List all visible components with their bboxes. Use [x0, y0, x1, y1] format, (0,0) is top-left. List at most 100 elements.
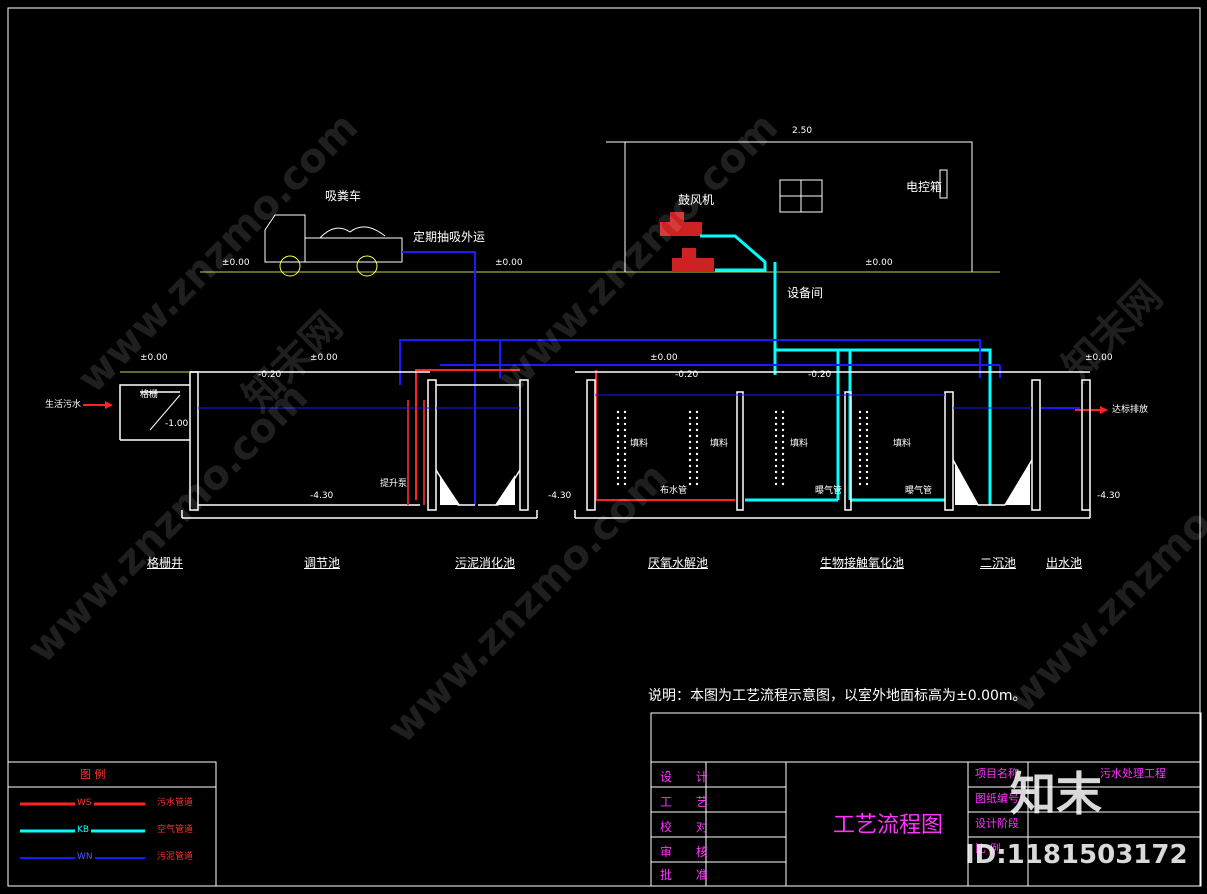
- filler-dot: [865, 428, 869, 432]
- legend-desc-air: 空气管道: [157, 825, 194, 835]
- tb-role-design: 设 计: [660, 770, 718, 784]
- filler-dot: [781, 416, 785, 420]
- tb-field-stage: 设计阶段: [975, 817, 1019, 830]
- tb-role-approve: 批 准: [660, 868, 718, 882]
- filler-dot: [688, 440, 692, 444]
- filler-dot: [781, 476, 785, 480]
- watermark-id: ID:1181503172: [965, 840, 1188, 870]
- filler-dot: [688, 446, 692, 450]
- filler-dot: [695, 434, 699, 438]
- filler-dot: [623, 434, 627, 438]
- elev-roof: 2.50: [792, 126, 813, 136]
- equipment-room-label: 设备间: [787, 286, 824, 300]
- filler-dot: [774, 434, 778, 438]
- filler-dot: [616, 410, 620, 414]
- filler-dot: [858, 452, 862, 456]
- filler-dot: [774, 428, 778, 432]
- filler-dot: [616, 482, 620, 486]
- legend-code-ws: WS: [75, 798, 94, 808]
- tb-field-scale: 比 例: [975, 842, 1001, 855]
- filler-dot: [623, 476, 627, 480]
- filler-dot: [623, 482, 627, 486]
- filler-dot: [623, 410, 627, 414]
- filler-dot: [865, 470, 869, 474]
- tb-field-project: 项目名称: [975, 767, 1019, 780]
- elev-tank-top-2: ±0.00: [310, 353, 338, 363]
- elev-water-2: -0.20: [675, 370, 699, 380]
- aeration-label-2: 曝气管: [905, 486, 933, 496]
- pump-label: 提升泵: [380, 479, 408, 489]
- filler-dot: [623, 428, 627, 432]
- filler-dot: [616, 440, 620, 444]
- filler-dot: [623, 422, 627, 426]
- filler-dot: [865, 434, 869, 438]
- legend-box: [7, 761, 217, 887]
- filler-dot: [695, 452, 699, 456]
- filler-dot: [695, 422, 699, 426]
- filler-dot: [688, 422, 692, 426]
- filler-dot: [865, 410, 869, 414]
- filler-dot: [858, 440, 862, 444]
- watermark-logo: 知末: [1010, 767, 1102, 821]
- filler-dot: [781, 410, 785, 414]
- filler-dot: [616, 458, 620, 462]
- tank-name-anaerobic: 厌氧水解池: [648, 556, 709, 570]
- filler-dot: [623, 464, 627, 468]
- tb-role-check: 校 对: [660, 820, 718, 834]
- filler-dot: [774, 416, 778, 420]
- drawing-note: 说明：本图为工艺流程示意图，以室外地面标高为±0.00m。: [648, 688, 1027, 704]
- elev-tank-top-1: ±0.00: [140, 353, 168, 363]
- outflow-label: 达标排放: [1112, 405, 1149, 415]
- filler-dot: [858, 446, 862, 450]
- filler-dot: [865, 440, 869, 444]
- filler-dot: [774, 458, 778, 462]
- filler-dot: [865, 422, 869, 426]
- filler-dot: [781, 464, 785, 468]
- filler-dot: [616, 476, 620, 480]
- filler-label-1: 填料: [630, 439, 649, 449]
- filler-dot: [858, 410, 862, 414]
- elev-bottom-1: -4.30: [310, 491, 334, 501]
- legend-code-wn: WN: [75, 852, 95, 862]
- filler-dot: [774, 476, 778, 480]
- legend-desc-sewage: 污水管道: [157, 798, 194, 808]
- filler-dot: [695, 458, 699, 462]
- filler-dot: [858, 416, 862, 420]
- grille-label: 格栅: [140, 390, 159, 400]
- filler-dot: [781, 428, 785, 432]
- aeration-label-1: 曝气管: [815, 486, 843, 496]
- tb-project-name: 污水处理工程: [1100, 767, 1166, 780]
- water-distribution-label: 布水管: [660, 486, 688, 496]
- control-box-label: 电控箱: [906, 180, 943, 194]
- filler-dot: [688, 482, 692, 486]
- filler-dot: [865, 446, 869, 450]
- elev-water-1: -0.20: [258, 370, 282, 380]
- filler-label-4: 填料: [893, 439, 912, 449]
- filler-dot: [781, 482, 785, 486]
- filler-dot: [616, 446, 620, 450]
- filler-dot: [688, 428, 692, 432]
- sewage-pipes: [83, 369, 1100, 501]
- filler-dot: [781, 422, 785, 426]
- filler-dot: [623, 452, 627, 456]
- filler-dot: [781, 434, 785, 438]
- filler-dot: [688, 458, 692, 462]
- filler-dot: [781, 452, 785, 456]
- elev-tank-top-4: ±0.00: [1085, 353, 1113, 363]
- truck-icon: [264, 214, 403, 277]
- filler-dot: [688, 452, 692, 456]
- air-pipes: [700, 234, 992, 505]
- filler-dot: [695, 482, 699, 486]
- filler-dot: [774, 452, 778, 456]
- filler-dot: [774, 482, 778, 486]
- filler-dot: [774, 410, 778, 414]
- filler-dot: [774, 446, 778, 450]
- filler-dot: [695, 464, 699, 468]
- filler-dot: [695, 446, 699, 450]
- hopper-fill: [440, 462, 1030, 505]
- legend-title: 图 例: [80, 768, 106, 781]
- filler-dot: [695, 410, 699, 414]
- filler-dot: [688, 410, 692, 414]
- filler-dot: [623, 458, 627, 462]
- elev-bottom-3: -4.30: [1097, 491, 1121, 501]
